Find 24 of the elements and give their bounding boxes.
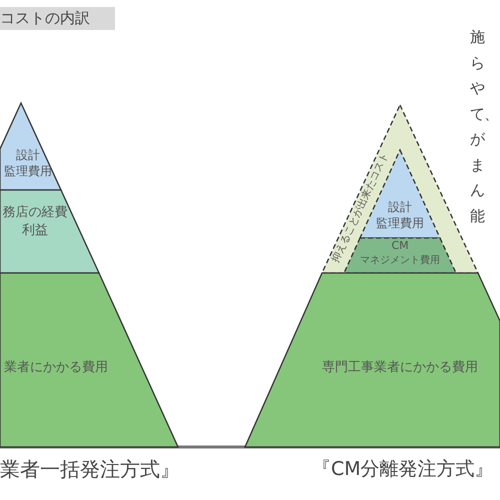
title: コストの内訳 [0,9,90,28]
section-label: 設計 [388,200,412,214]
method-caption: 業者一括発注方式』 [0,456,180,483]
paragraph-line: ま [470,156,484,174]
pyramid-base-section [245,273,500,447]
pyramid-top-section [0,103,61,190]
paragraph-line: ら [470,54,484,72]
section-label: 監理費用 [376,216,424,230]
section-label: CM [392,239,409,252]
section-label: 業者にかかる費用 [4,360,108,376]
paragraph-line: 能 [470,206,484,226]
method-caption: 『CM分離発注方式』 [312,457,494,482]
paragraph-line: ん [470,181,484,200]
section-label: 専門工事業者にかかる費用 [322,360,478,376]
paragraph-line: て、 [470,104,498,124]
section-label: 利益 [22,223,48,239]
paragraph-line: 施 [470,28,484,47]
section-label: マネジメント費用 [360,255,440,267]
paragraph-line: が [470,130,484,149]
paragraph-line: や [470,79,484,98]
pyramid-base-section [0,273,178,447]
section-label: 設計 [16,148,40,162]
section-label: 務店の経費 [2,205,68,221]
section-label: 監理費用 [4,164,52,178]
